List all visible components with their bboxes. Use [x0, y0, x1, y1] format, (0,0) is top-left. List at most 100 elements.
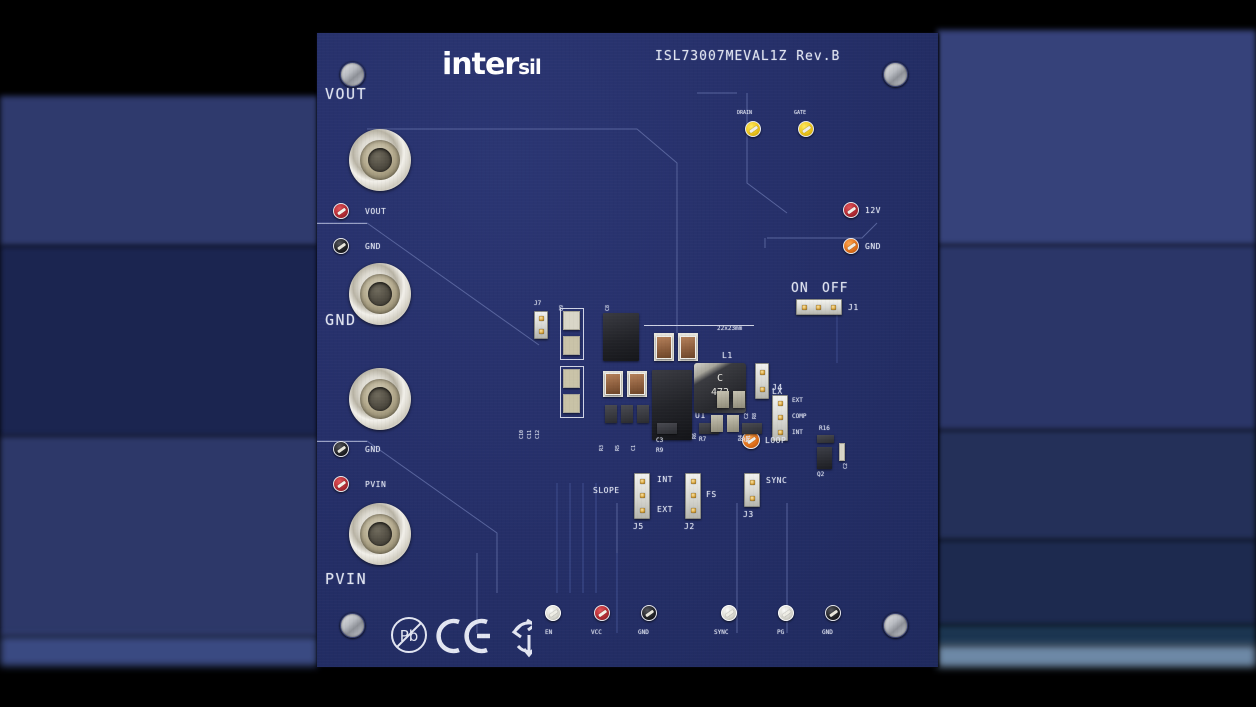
inductor-marking-top: C [716, 373, 724, 384]
background-band-right-1 [937, 30, 1256, 245]
component-c18 [839, 443, 845, 461]
pad-c10-a [563, 369, 580, 388]
ce-mark-icon [436, 618, 490, 654]
label-j4-comp: COMP [792, 413, 807, 420]
designator-c8: C8 [605, 304, 611, 311]
designator-r8: R8 [752, 412, 758, 419]
testpoint-drain[interactable] [745, 121, 761, 137]
testpoint-gnd-upper[interactable] [333, 238, 349, 254]
designator-r1: R1 [746, 434, 752, 441]
label-vout-jack: VOUT [325, 85, 368, 103]
resistor-r2 [742, 423, 762, 434]
testpoint-label-12v: 12V [865, 206, 881, 215]
banana-jack-vout[interactable] [349, 129, 411, 191]
testpoint-label-sync: SYNC [714, 629, 729, 636]
testpoint-en[interactable] [545, 605, 561, 621]
transistor-q2 [817, 447, 832, 469]
mounting-hole-bottom-left [340, 613, 365, 638]
label-j2-fs: FS [706, 490, 717, 499]
testpoint-sync[interactable] [721, 605, 737, 621]
pad-c10-b [563, 394, 580, 413]
testpoint-gate[interactable] [798, 121, 814, 137]
designator-c10: C10 [519, 429, 525, 439]
testpoint-gnd-right[interactable] [843, 238, 859, 254]
resistor-r4-pad [711, 415, 723, 432]
designator-r4: R4 [738, 434, 744, 441]
designator-q2: Q2 [817, 471, 825, 478]
header-j2[interactable] [685, 473, 701, 519]
capacitor-tan-1 [605, 373, 621, 395]
testpoint-label-gate: GATE [794, 110, 807, 116]
background-band-right-2 [937, 245, 1256, 430]
designator-j1: J1 [848, 303, 859, 312]
header-j4[interactable] [772, 395, 788, 441]
banana-jack-pvin[interactable] [349, 503, 411, 565]
designator-j7: J7 [534, 300, 542, 307]
intersil-logo: intersil [442, 47, 542, 82]
designator-c2: C2 [744, 412, 750, 419]
board-part-number: ISL73007MEVAL1Z Rev.B [655, 49, 841, 64]
resistor-c2 [717, 391, 729, 408]
resistor-r1-pad [727, 415, 739, 432]
background-band-right-6 [937, 645, 1256, 667]
testpoint-label-pg: PG [777, 629, 785, 636]
testpoint-vout[interactable] [333, 203, 349, 219]
dimension-note: 22x23mm [717, 325, 743, 332]
label-pvin-jack: PVIN [325, 570, 368, 588]
testpoint-gnd-bottom-1[interactable] [641, 605, 657, 621]
label-j5-int: INT [657, 475, 673, 484]
designator-r16: R16 [819, 425, 830, 432]
header-j5[interactable] [634, 473, 650, 519]
header-j7[interactable] [534, 311, 548, 339]
designator-c2-right: C2 [843, 462, 849, 469]
designator-j4: J4 [772, 383, 783, 392]
brand-suffix: sil [518, 55, 542, 79]
brand-text: inter [442, 47, 519, 82]
testpoint-label-gnd-upper: GND [365, 242, 381, 251]
testpoint-pg[interactable] [778, 605, 794, 621]
capacitor-c6 [680, 336, 696, 359]
capacitor-c3 [657, 423, 677, 434]
background-band-right-4 [937, 540, 1256, 625]
designator-u1: U1 [695, 411, 706, 420]
label-on: ON [791, 281, 809, 296]
background-band-left-1 [0, 96, 318, 246]
background-band-left-2 [0, 246, 318, 436]
testpoint-label-vout: VOUT [365, 207, 387, 216]
testpoint-label-loop: LOOP [765, 436, 787, 445]
capacitor-tan-2 [629, 373, 645, 395]
testpoint-12v[interactable] [843, 202, 859, 218]
resistor-r3 [605, 405, 617, 423]
designator-j2: J2 [684, 522, 695, 531]
header-j1[interactable] [796, 299, 842, 315]
designator-c11: C11 [527, 429, 533, 439]
designator-j3: J3 [743, 510, 754, 519]
testpoint-vcc[interactable] [594, 605, 610, 621]
testpoint-pvin[interactable] [333, 476, 349, 492]
capacitor-c7 [656, 336, 672, 359]
designator-r6: R6 [692, 432, 698, 439]
weee-recycle-icon [511, 618, 532, 658]
compliance-marks-group: Pb [391, 617, 532, 658]
resistor-r8 [733, 391, 745, 408]
designator-j5: J5 [633, 522, 644, 531]
silk-divider-1 [317, 223, 367, 224]
testpoint-gnd-bottom-2[interactable] [825, 605, 841, 621]
evaluation-board: intersil ISL73007MEVAL1Z Rev.B [317, 33, 938, 667]
testpoint-label-gnd-lower: GND [365, 445, 381, 454]
background-band-right-5 [937, 625, 1256, 645]
resistor-r7 [699, 423, 719, 434]
banana-jack-gnd-lower[interactable] [349, 368, 411, 430]
mounting-hole-top-right [883, 62, 908, 87]
banana-jack-gnd-upper[interactable] [349, 263, 411, 325]
testpoint-gnd-lower[interactable] [333, 441, 349, 457]
header-lx[interactable] [755, 363, 769, 399]
resistor-r16 [817, 435, 834, 443]
testpoint-label-pvin: PVIN [365, 480, 387, 489]
silk-outline-c9 [560, 308, 584, 360]
testpoint-label-drain: DRAIN [737, 110, 753, 116]
designator-c3: C3 [656, 437, 664, 444]
pad-c9-a [563, 311, 580, 330]
header-j3[interactable] [744, 473, 760, 507]
